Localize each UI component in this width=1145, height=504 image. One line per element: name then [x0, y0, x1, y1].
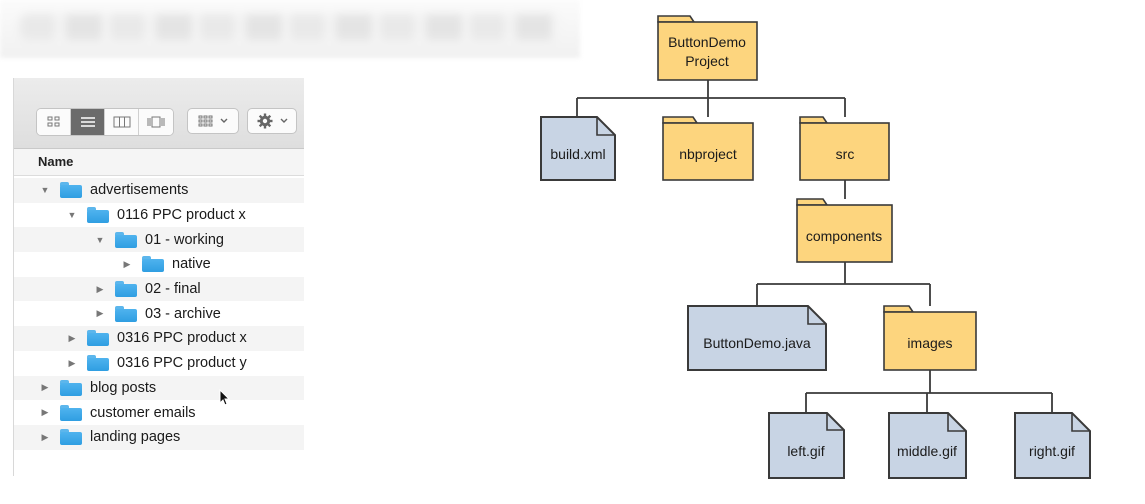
- list-item-02-final[interactable]: ▶ 02 - final: [14, 276, 304, 302]
- node-label-right-gif: right.gif: [1029, 443, 1075, 459]
- disclosure-triangle-closed-icon[interactable]: ▶: [96, 283, 104, 294]
- node-label-left-gif: left.gif: [787, 443, 824, 459]
- finder-window: Name ▼ advertisements ▼ 0116 PPC product…: [13, 78, 304, 476]
- folder-icon: [115, 231, 137, 248]
- node-right-gif-file: right.gif: [1014, 412, 1091, 479]
- list-item-0316-ppc-product-y[interactable]: ▶ 0316 PPC product y: [14, 351, 304, 376]
- list-item-advertisements[interactable]: ▼ advertisements: [14, 178, 304, 203]
- chevron-down-icon: [220, 118, 228, 123]
- disclosure-triangle-closed-icon[interactable]: ▶: [96, 308, 104, 319]
- node-buttondemo-java-file: ButtonDemo.java: [687, 305, 827, 371]
- folder-icon: [115, 305, 137, 322]
- column-view-button[interactable]: [105, 109, 139, 135]
- node-label-components: components: [806, 228, 882, 244]
- list-item-0116-ppc-product-x[interactable]: ▼ 0116 PPC product x: [14, 203, 304, 228]
- item-label: native: [172, 256, 211, 273]
- node-label-root-line1: ButtonDemo: [668, 34, 746, 50]
- icon-view-button[interactable]: [37, 109, 71, 135]
- list-item-03-archive[interactable]: ▶ 03 - archive: [14, 301, 304, 326]
- list-item-01-working[interactable]: ▼ 01 - working: [14, 227, 304, 253]
- gear-icon: [257, 113, 273, 129]
- folder-shape: [657, 15, 696, 23]
- cover-flow-view-button[interactable]: [139, 109, 173, 135]
- disclosure-triangle-closed-icon[interactable]: ▶: [123, 258, 131, 269]
- folder-icon: [60, 379, 82, 396]
- disclosure-triangle-closed-icon[interactable]: ▶: [41, 407, 49, 418]
- item-label: advertisements: [90, 182, 189, 199]
- node-label-build-xml: build.xml: [550, 146, 605, 162]
- node-images-folder: images: [883, 305, 977, 371]
- item-label: 0316 PPC product x: [117, 330, 247, 347]
- action-dropdown[interactable]: [247, 108, 297, 134]
- arrange-dropdown[interactable]: [187, 108, 239, 134]
- folder-icon: [87, 330, 109, 347]
- disclosure-triangle-open-icon[interactable]: ▼: [40, 185, 50, 196]
- node-src-folder: src: [799, 116, 890, 181]
- name-column-header[interactable]: Name: [14, 149, 304, 176]
- node-label-middle-gif: middle.gif: [897, 443, 957, 459]
- list-item-blog-posts[interactable]: ▶ blog posts: [14, 375, 304, 401]
- chevron-down-icon: [280, 118, 288, 123]
- node-nbproject-folder: nbproject: [662, 116, 754, 181]
- node-label-buttondemo-java: ButtonDemo.java: [703, 335, 811, 351]
- column-header-label: Name: [38, 154, 74, 169]
- column-view-icon: [113, 116, 130, 128]
- item-label: 02 - final: [145, 281, 201, 298]
- disclosure-triangle-closed-icon[interactable]: ▶: [41, 382, 49, 393]
- list-view-button[interactable]: [71, 109, 105, 135]
- node-label-nbproject: nbproject: [679, 146, 737, 162]
- list-view-icon: [80, 117, 95, 127]
- cover-flow-icon: [147, 116, 165, 128]
- list-item-customer-emails[interactable]: ▶ customer emails: [14, 400, 304, 425]
- item-label: 01 - working: [145, 231, 224, 248]
- list-item-native[interactable]: ▶ native: [14, 252, 304, 277]
- arrange-grid-icon: [198, 115, 213, 127]
- disclosure-triangle-closed-icon[interactable]: ▶: [68, 332, 76, 343]
- item-label: landing pages: [90, 429, 181, 446]
- item-label: 03 - archive: [145, 305, 221, 322]
- list-item-0316-ppc-product-x[interactable]: ▶ 0316 PPC product x: [14, 326, 304, 351]
- tree-connectors: [576, 80, 1053, 413]
- item-label: 0316 PPC product y: [117, 355, 247, 372]
- folder-icon: [60, 404, 82, 421]
- node-middle-gif-file: middle.gif: [888, 412, 967, 479]
- disclosure-triangle-open-icon[interactable]: ▼: [95, 234, 105, 245]
- finder-toolbar: [14, 78, 304, 149]
- folder-icon: [60, 182, 82, 199]
- mouse-pointer-icon: [219, 389, 231, 406]
- item-label: blog posts: [90, 379, 157, 396]
- folder-icon: [142, 256, 164, 273]
- node-build-xml-file: build.xml: [540, 116, 616, 181]
- disclosure-triangle-open-icon[interactable]: ▼: [67, 210, 77, 221]
- folder-icon: [115, 281, 137, 298]
- file-list: ▼ advertisements ▼ 0116 PPC product x ▼ …: [14, 178, 304, 450]
- node-label-src: src: [836, 146, 855, 162]
- blurred-header: [0, 0, 580, 58]
- node-label-root-line2: Project: [685, 53, 729, 69]
- node-components-folder: components: [796, 198, 893, 263]
- item-label: 0116 PPC product x: [117, 207, 246, 224]
- folder-icon: [60, 429, 82, 446]
- disclosure-triangle-closed-icon[interactable]: ▶: [41, 431, 49, 442]
- node-root-folder: ButtonDemo Project: [657, 15, 758, 81]
- list-item-landing-pages[interactable]: ▶ landing pages: [14, 424, 304, 450]
- view-mode-segmented-control: [36, 108, 174, 136]
- disclosure-triangle-closed-icon[interactable]: ▶: [68, 357, 76, 368]
- node-left-gif-file: left.gif: [768, 412, 845, 479]
- folder-icon: [87, 207, 109, 224]
- folder-icon: [87, 355, 109, 372]
- node-label-images: images: [907, 335, 952, 351]
- item-label: customer emails: [90, 404, 196, 421]
- icon-view-icon: [47, 116, 59, 127]
